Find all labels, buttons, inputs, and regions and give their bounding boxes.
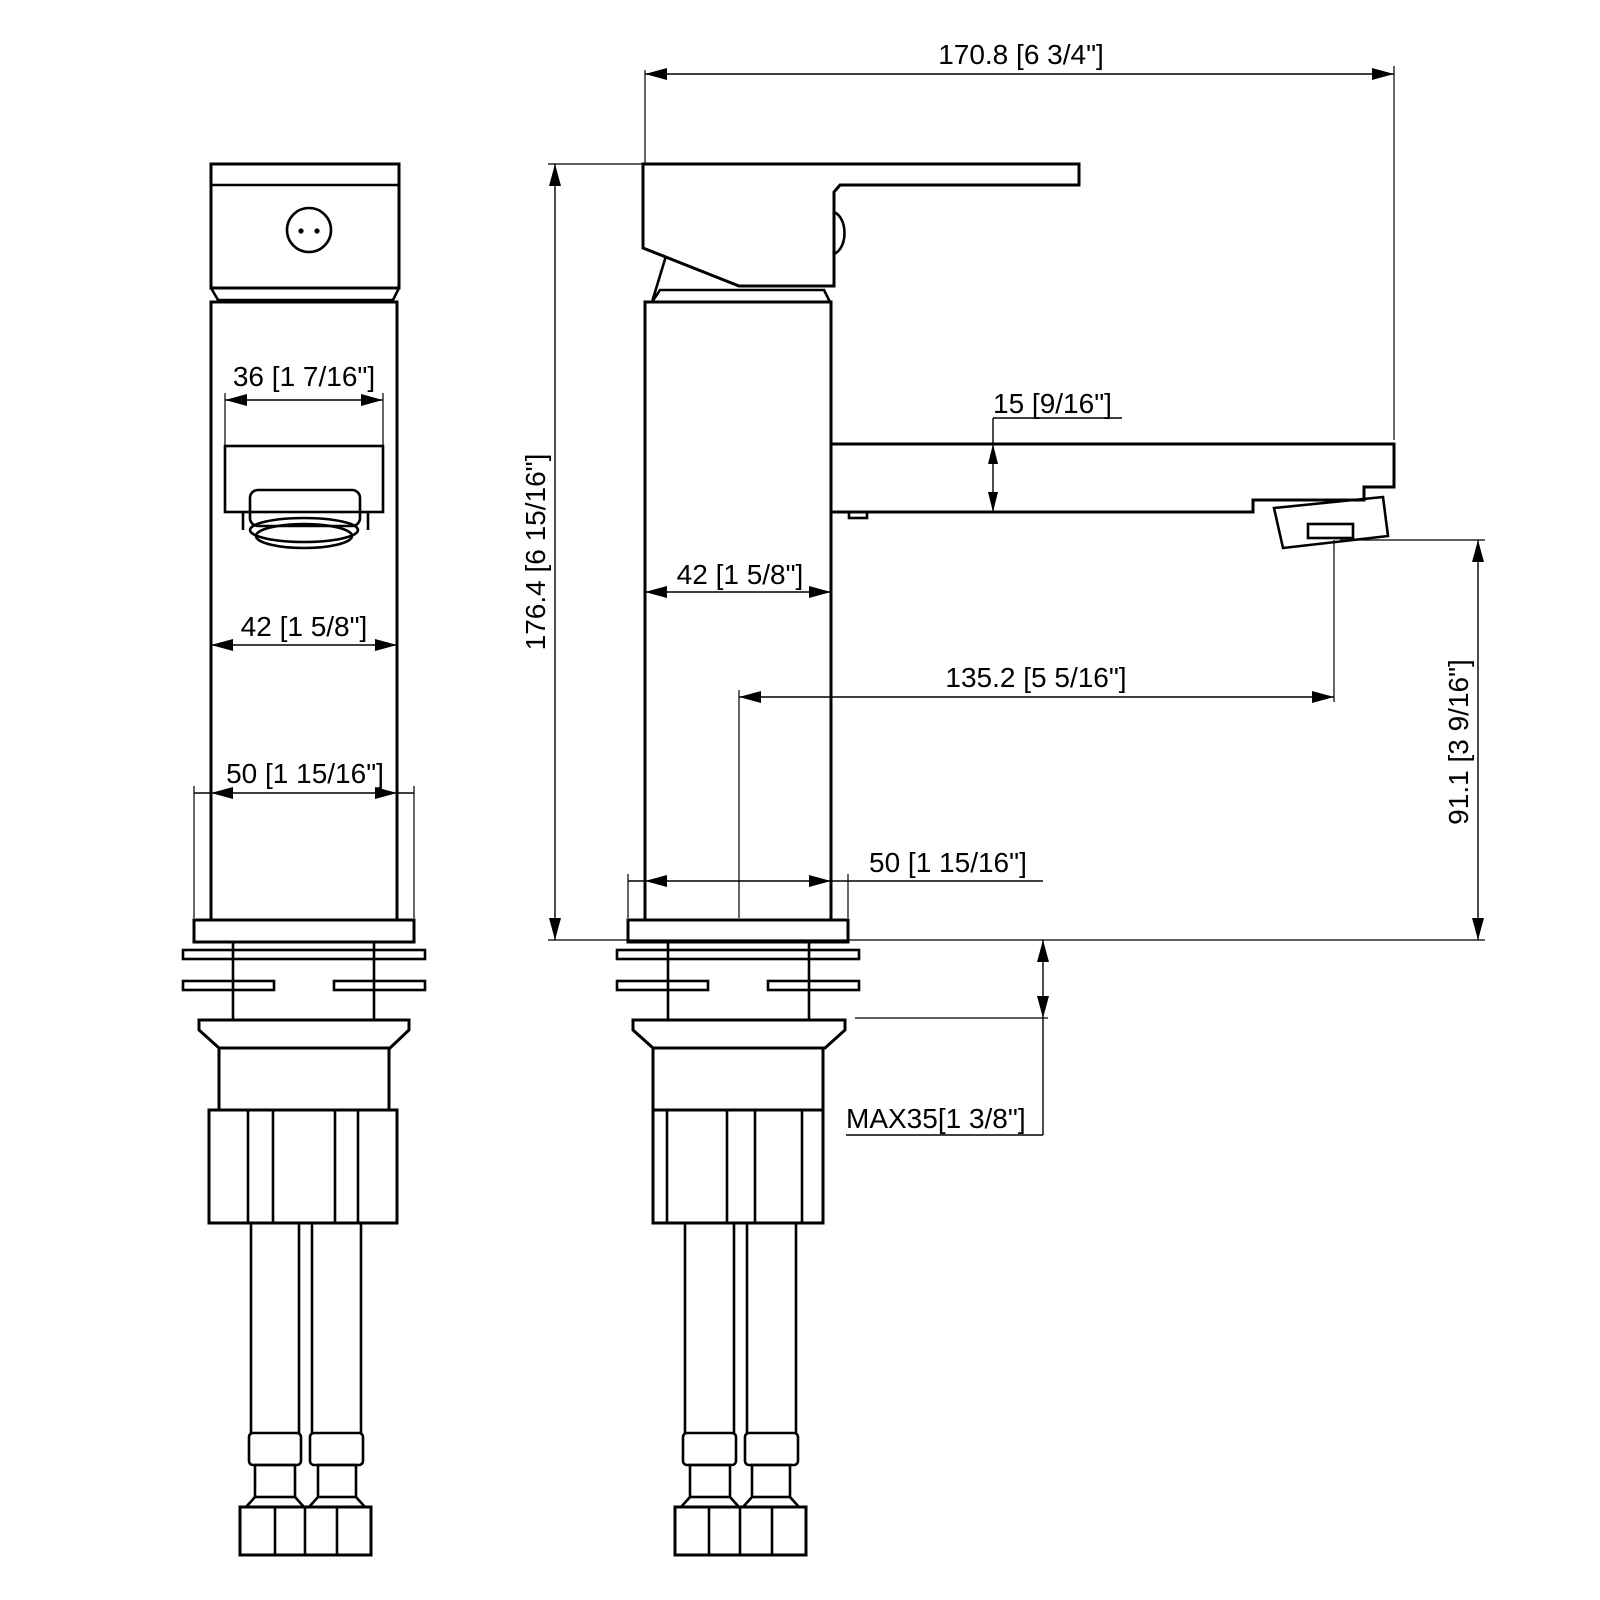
dim-spout-height: 91.1 [3 9/16"] bbox=[1340, 539, 1485, 940]
dim-max-deck: MAX35[1 3/8"] bbox=[846, 940, 1049, 1136]
dim-body-width-front: 42 [1 5/8"] bbox=[211, 611, 397, 651]
max-deck-label: MAX35[1 3/8"] bbox=[846, 1103, 1026, 1134]
overall-height-label: 176.4 [6 15/16"] bbox=[520, 454, 551, 651]
base-width-side-label: 50 [1 15/16"] bbox=[869, 847, 1027, 878]
side-body bbox=[643, 300, 833, 922]
spout-height-label: 91.1 [3 9/16"] bbox=[1443, 659, 1474, 825]
spout-thickness-label: 15 [9/16"] bbox=[993, 388, 1112, 419]
dim-base-width-front: 50 [1 15/16"] bbox=[193, 758, 415, 918]
base-width-front-label: 50 [1 15/16"] bbox=[226, 758, 384, 789]
dim-overall-length: 170.8 [6 3/4"] bbox=[644, 39, 1395, 440]
body-width-side-label: 42 [1 5/8"] bbox=[677, 559, 804, 590]
overall-length-label: 170.8 [6 3/4"] bbox=[938, 39, 1104, 70]
aerator-width-label: 36 [1 7/16"] bbox=[233, 361, 375, 392]
front-mounting bbox=[181, 918, 427, 1557]
dim-spout-thickness: 15 [9/16"] bbox=[988, 388, 1122, 512]
dim-aerator-width: 36 [1 7/16"] bbox=[224, 361, 384, 446]
body-width-front-label: 42 [1 5/8"] bbox=[241, 611, 368, 642]
dim-base-width-side: 50 [1 15/16"] bbox=[627, 847, 1043, 918]
dim-reach: 135.2 [5 5/16"] bbox=[738, 540, 1335, 918]
side-mounting bbox=[615, 918, 861, 1557]
dim-overall-height: 176.4 [6 15/16"] bbox=[520, 163, 1485, 941]
front-handle bbox=[209, 162, 401, 302]
side-handle bbox=[641, 162, 1081, 303]
dim-body-width-side: 42 [1 5/8"] bbox=[645, 559, 831, 598]
front-view bbox=[181, 162, 427, 1557]
side-view bbox=[615, 162, 1396, 1557]
side-spout bbox=[829, 442, 1396, 550]
reach-label: 135.2 [5 5/16"] bbox=[945, 662, 1126, 693]
